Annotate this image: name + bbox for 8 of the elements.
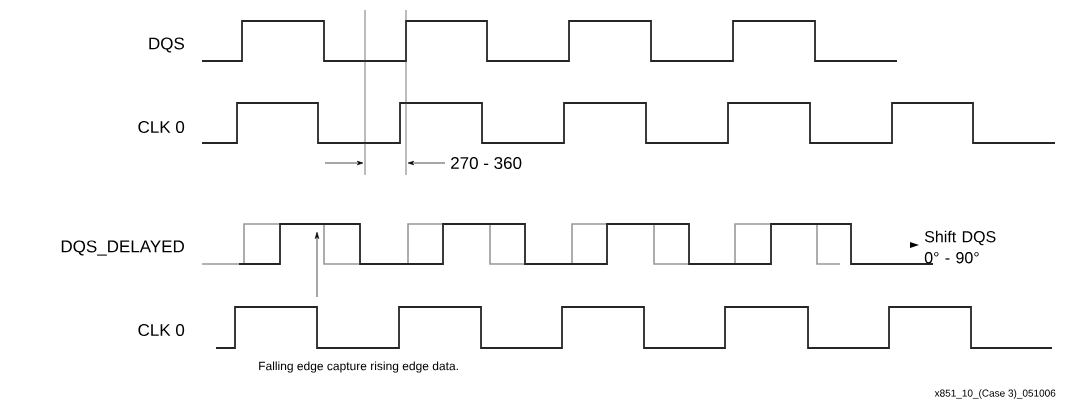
caption-text: Falling edge capture rising edge data. — [259, 361, 458, 373]
figure-id: x851_10_(Case 3)_051006 — [934, 389, 1056, 399]
signal-label: DQS_DELAYED — [61, 240, 184, 256]
signal-label: DQS — [149, 37, 184, 53]
shift-note: Shift DQS 0° - 90° — [924, 230, 996, 264]
timing-label: 270 - 360 — [451, 157, 522, 170]
signal-label: CLK 0 — [138, 121, 185, 134]
signal-label: CLK 0 — [138, 324, 185, 337]
